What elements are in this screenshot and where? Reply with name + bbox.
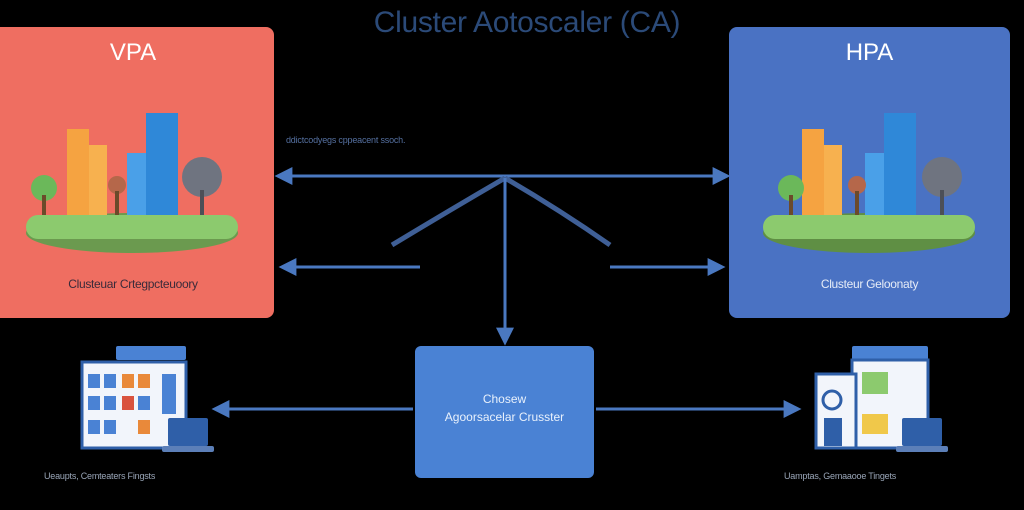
edge-label-top: ddictcodyegs cppeacent ssoch. bbox=[286, 135, 406, 145]
curve-left bbox=[390, 175, 507, 248]
diagram-title: Cluster Aotoscaler (CA) bbox=[373, 6, 681, 39]
vpa-panel: VPA Clusteuar Crtegpcteuoory bbox=[0, 27, 274, 318]
vpa-title: VPA bbox=[109, 39, 157, 66]
server-dashboard-icon bbox=[814, 346, 948, 452]
city-illustration-icon bbox=[26, 113, 238, 253]
cluster-autoscaler-box: Chosew Agoorsacelar Crusster bbox=[415, 346, 594, 478]
core-label-line2: Agoorsacelar Crusster bbox=[444, 410, 565, 424]
curve-right bbox=[503, 175, 612, 248]
server-dashboard-icon bbox=[80, 346, 214, 452]
hpa-title: HPA bbox=[845, 39, 894, 66]
hpa-panel: HPA Clusteur Geloonaty bbox=[729, 27, 1010, 318]
vpa-subtitle: Clusteuar Crtegpcteuoory bbox=[68, 277, 198, 291]
core-label-line1: Chosew bbox=[482, 392, 527, 406]
bottom-right-caption: Uamptas, Gemaaooe Tingets bbox=[784, 471, 897, 481]
bottom-left-caption: Ueaupts, Cemteaters Fingsts bbox=[44, 471, 156, 481]
city-illustration-icon bbox=[763, 113, 975, 253]
hpa-subtitle: Clusteur Geloonaty bbox=[820, 277, 919, 291]
